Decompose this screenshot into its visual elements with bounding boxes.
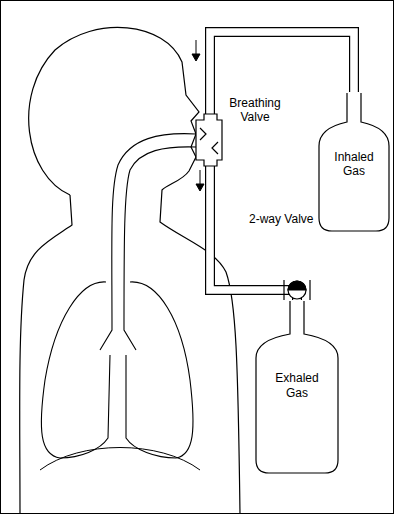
gas-bottle: Exhaled Gas: [255, 300, 339, 474]
flow-arrows: [192, 40, 204, 191]
bottle-label: Inhaled Gas: [326, 150, 382, 179]
bottle-label: Exhaled Gas: [269, 371, 325, 400]
airway: [100, 134, 196, 350]
valve-label: 2-way Valve: [248, 212, 314, 226]
valve-label: Breathing Valve: [224, 96, 286, 125]
diaphragm: [40, 448, 200, 471]
bottle-shape: [256, 301, 338, 473]
two-way-valve: [284, 280, 310, 300]
gas-bottle: Inhaled Gas: [318, 92, 390, 232]
right-lung: [126, 282, 193, 458]
breathing-valve: [196, 114, 222, 166]
left-lung: [41, 282, 110, 458]
bottle-shape: [319, 93, 389, 231]
